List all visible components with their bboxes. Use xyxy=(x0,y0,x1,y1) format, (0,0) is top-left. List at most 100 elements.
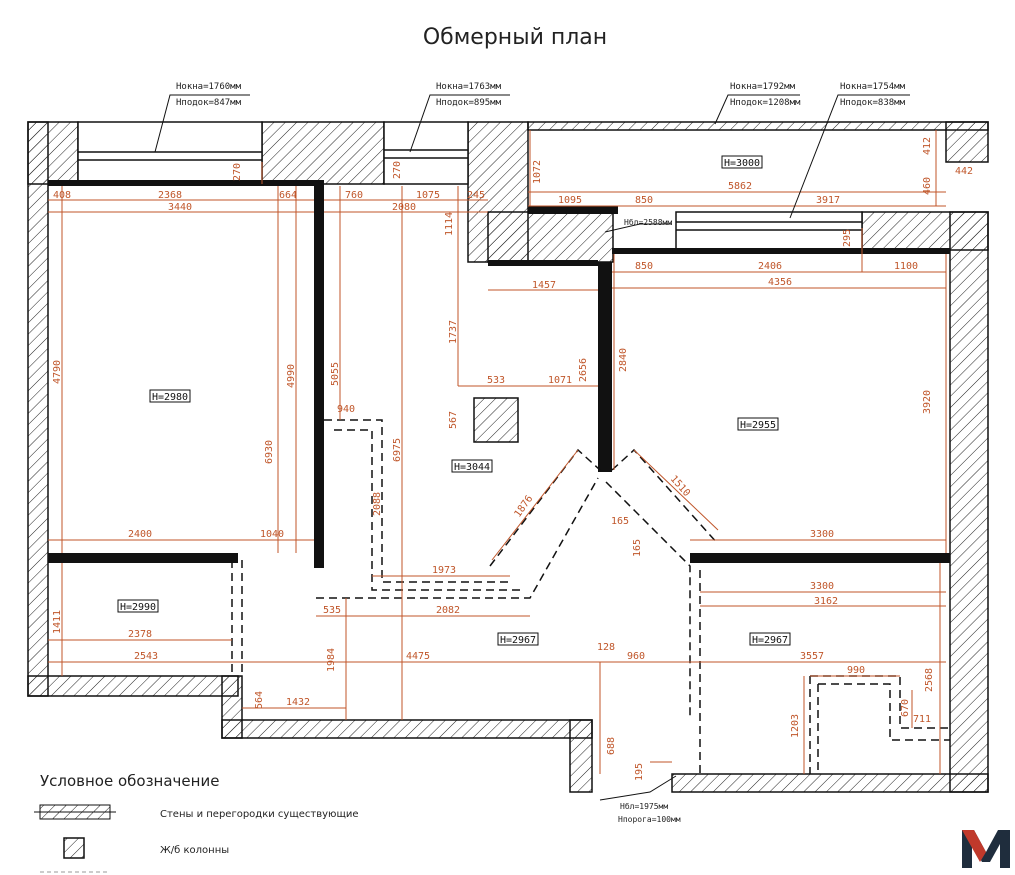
dim-label: 1457 xyxy=(532,280,556,291)
windows xyxy=(77,121,863,251)
room-height-bathroom: H=2990 xyxy=(120,602,156,613)
dim-label: 1095 xyxy=(558,195,582,206)
dim-label: 535 xyxy=(323,605,341,616)
dim-label: 1510 xyxy=(668,474,692,499)
legend: Условное обозначение Стены и перегородки… xyxy=(34,772,359,873)
dim-label: 3440 xyxy=(168,202,192,213)
window-note-4-sill: Hподок=838мм xyxy=(840,98,906,108)
dim-label: 295 xyxy=(842,229,853,247)
dim-label: 2543 xyxy=(134,651,158,662)
dim-label: 940 xyxy=(337,404,355,415)
dim-label: 760 xyxy=(345,190,363,201)
room-height-kitchen: H=2967 xyxy=(752,635,788,646)
legend-column-swatch xyxy=(63,837,85,859)
dim-label: 245 xyxy=(467,190,485,201)
room-height-corridor: H=3044 xyxy=(454,462,490,473)
window-note-1-sill: Hподок=847мм xyxy=(176,98,242,108)
dim-label: 3300 xyxy=(810,529,834,540)
dim-label: 688 xyxy=(606,737,617,755)
dim-label: 270 xyxy=(392,161,403,179)
dim-label: 1876 xyxy=(513,494,536,520)
dim-label: 5055 xyxy=(330,362,341,386)
dim-label: 960 xyxy=(627,651,645,662)
dim-label: 2378 xyxy=(128,629,152,640)
dim-label: 4790 xyxy=(52,360,63,384)
dim-label: 5862 xyxy=(728,181,752,192)
room-height-balcony: H=3000 xyxy=(724,158,760,169)
leader-lines xyxy=(154,94,910,801)
dim-label: 990 xyxy=(847,665,865,676)
dimension-lines xyxy=(48,130,947,774)
dim-label: 850 xyxy=(635,195,653,206)
window-note-4-height: Hокна=1754мм xyxy=(840,82,906,92)
dim-label: 1114 xyxy=(444,212,455,236)
concrete-column xyxy=(473,397,519,443)
legend-title: Условное обозначение xyxy=(40,772,219,790)
dim-label: 6930 xyxy=(264,440,275,464)
dim-label: 6975 xyxy=(392,438,403,462)
dim-label: 711 xyxy=(913,714,931,725)
beam-note-top: Hбл=2588мм xyxy=(624,217,672,227)
dim-label: 165 xyxy=(611,516,629,527)
interior-walls xyxy=(48,180,950,568)
room-height-hall: H=2967 xyxy=(500,635,536,646)
dim-label: 2406 xyxy=(758,261,782,272)
window-note-2-height: Hокна=1763мм xyxy=(436,82,502,92)
dim-label: 1072 xyxy=(532,160,543,184)
dim-label: 3300 xyxy=(810,581,834,592)
dim-label: 2568 xyxy=(924,668,935,692)
dim-label: 195 xyxy=(634,763,645,781)
dim-label: 412 xyxy=(922,137,933,155)
dim-label: 1973 xyxy=(432,565,456,576)
dim-label: 4990 xyxy=(286,364,297,388)
dim-label: 2080 xyxy=(392,202,416,213)
dim-label: 4356 xyxy=(768,277,792,288)
legend-walls-label: Стены и перегородки существующие xyxy=(160,809,359,820)
dim-label: 3920 xyxy=(922,390,933,414)
dim-label: 1100 xyxy=(894,261,918,272)
dim-label: 1737 xyxy=(448,320,459,344)
dim-label: 2088 xyxy=(372,492,383,516)
dim-label: 1411 xyxy=(52,610,63,634)
threshold-note: Hпорога=100мм xyxy=(618,815,681,824)
room-height-living: H=2955 xyxy=(740,420,776,431)
dim-label: 1075 xyxy=(416,190,440,201)
dim-label: 567 xyxy=(448,411,459,429)
dim-label: 4475 xyxy=(406,651,430,662)
dim-label: 128 xyxy=(597,642,615,653)
dim-label: 533 xyxy=(487,375,505,386)
dim-label: 664 xyxy=(279,190,297,201)
dim-label: 460 xyxy=(922,177,933,195)
window-notes: Hокна=1760мм Hподок=847мм Hокна=1763мм H… xyxy=(176,82,906,824)
window-note-1-height: Hокна=1760мм xyxy=(176,82,242,92)
dim-label: 408 xyxy=(53,190,71,201)
plan-title: Обмерный план xyxy=(423,25,607,50)
dim-label: 1432 xyxy=(286,697,310,708)
dim-label: 564 xyxy=(254,691,265,709)
beam-note-bottom: Hбл=1975мм xyxy=(620,801,668,811)
dim-label: 442 xyxy=(955,166,973,177)
dim-label: 270 xyxy=(232,163,243,181)
exterior-walls xyxy=(27,121,989,793)
dim-label: 850 xyxy=(635,261,653,272)
dim-label: 2400 xyxy=(128,529,152,540)
room-height-bedroom: H=2980 xyxy=(152,392,188,403)
window-note-3-sill: Hподок=1208мм xyxy=(730,98,801,108)
dim-label: 1071 xyxy=(548,375,572,386)
brand-logo: M xyxy=(962,830,1010,868)
dim-label: 1040 xyxy=(260,529,284,540)
dim-label: 670 xyxy=(900,699,911,717)
legend-wall-swatch xyxy=(34,804,116,820)
dim-label: 3162 xyxy=(814,596,838,607)
dim-label: 3917 xyxy=(816,195,840,206)
dim-label: 3557 xyxy=(800,651,824,662)
dim-label: 2082 xyxy=(436,605,460,616)
dim-label: 1984 xyxy=(326,648,337,672)
legend-column-label: Ж/б колонны xyxy=(160,845,229,856)
window-note-2-sill: Hподок=895мм xyxy=(436,98,502,108)
dim-label: 2656 xyxy=(578,358,589,382)
window-note-3-height: Hокна=1792мм xyxy=(730,82,796,92)
dim-label: 1203 xyxy=(790,714,801,738)
dim-label: 165 xyxy=(632,539,643,557)
